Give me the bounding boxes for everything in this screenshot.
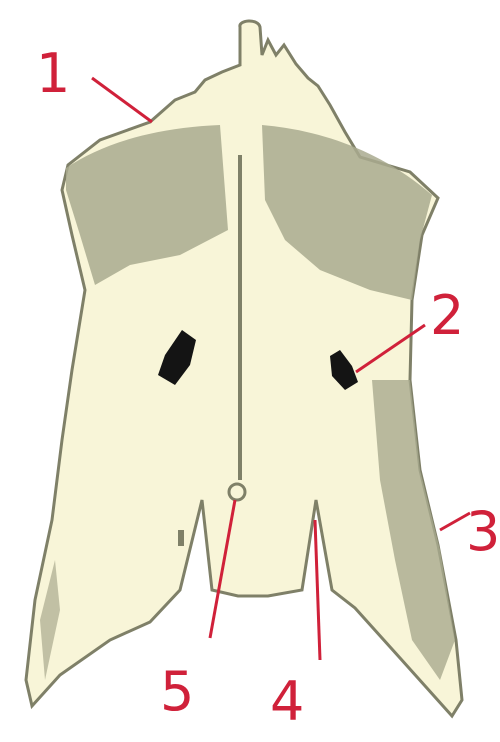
- coin-body: [26, 21, 462, 716]
- leader-4: [315, 520, 320, 660]
- spade-coin: [26, 21, 462, 716]
- label-3: 3: [466, 500, 500, 563]
- label-1: 1: [36, 42, 70, 105]
- leader-1: [92, 78, 152, 122]
- label-5: 5: [160, 660, 194, 723]
- speckle: [178, 530, 184, 546]
- label-4: 4: [270, 670, 304, 733]
- label-2: 2: [430, 284, 464, 347]
